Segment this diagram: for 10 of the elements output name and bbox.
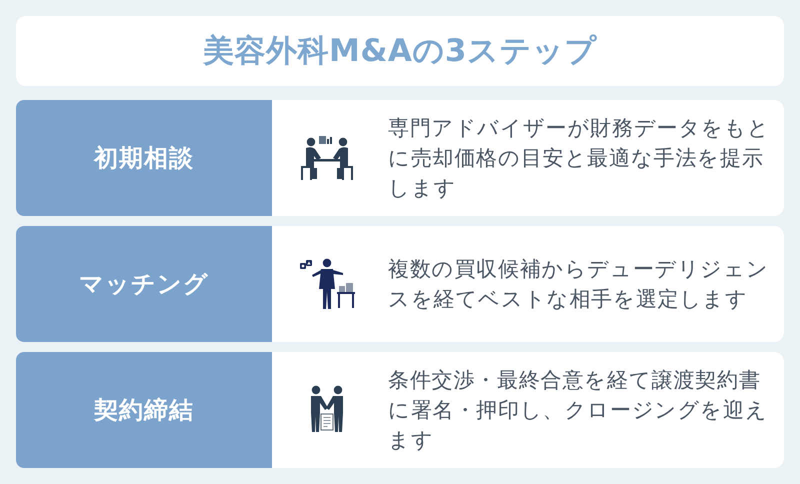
description-text: 条件交渉・最終合意を経て譲渡契約書に署名・押印し、クロージングを迎えます bbox=[388, 367, 769, 454]
description-panel bbox=[272, 352, 784, 468]
description-text: 専門アドバイザーが財務データをもとに売却価格の目安と最適な手法を提示します bbox=[388, 115, 771, 202]
diagram-title: 美容外科M&Aの3ステップ bbox=[16, 16, 784, 86]
description-panel bbox=[272, 226, 784, 342]
step-label: マッチング bbox=[16, 226, 272, 342]
step-label: 初期相談 bbox=[16, 100, 272, 216]
description-text: 複数の買収候補からデューデリジェンスを経てベストな相手を選定します bbox=[388, 256, 770, 313]
description-panel bbox=[272, 100, 784, 216]
step-label: 契約締結 bbox=[16, 352, 272, 468]
